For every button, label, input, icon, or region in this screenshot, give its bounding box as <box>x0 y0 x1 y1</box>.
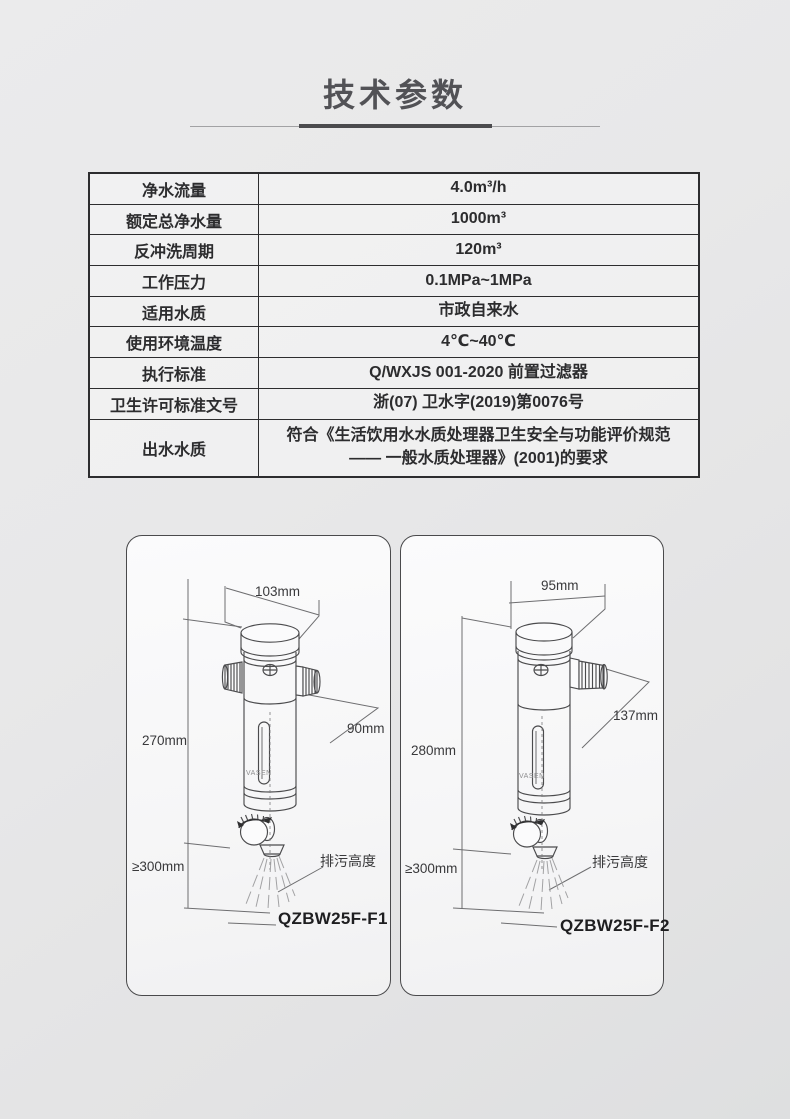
spec-label: 使用环境温度 <box>90 327 259 358</box>
spec-label: 净水流量 <box>90 174 259 204</box>
table-row: 额定总净水量 1000m³ <box>90 203 698 235</box>
spec-label: 额定总净水量 <box>90 204 259 235</box>
spec-label: 适用水质 <box>90 296 259 327</box>
product-card-f2: 95mm 280mm 137mm ≥300mm 排污高度 VASEN QZBW2… <box>400 535 669 996</box>
dim-width-label: 103mm <box>255 584 301 599</box>
spec-label: 工作压力 <box>90 266 259 296</box>
dim-height-label: 280mm <box>411 743 457 758</box>
spec-value: 4.0m³/h <box>450 179 507 197</box>
dim-width-label: 95mm <box>541 578 579 593</box>
spec-value: 120m³ <box>455 240 502 258</box>
dim-clearance-label: ≥300mm <box>132 859 185 874</box>
dim-height-label: 270mm <box>142 733 188 748</box>
table-row: 反冲洗周期 120m³ <box>90 234 698 266</box>
brand-logo: VASEN <box>519 773 545 780</box>
spec-value: 符合《生活饮用水水质处理器卫生安全与功能评价规范 —— 一般水质处理器》(200… <box>286 426 671 467</box>
spec-value: 0.1MPa~1MPa <box>425 271 532 289</box>
table-row: 执行标准 Q/WXJS 001-2020 前置过滤器 <box>90 357 698 388</box>
dim-depth-label: 137mm <box>613 708 659 723</box>
table-row: 净水流量 4.0m³/h <box>90 174 698 204</box>
dim-clearance-label: ≥300mm <box>405 861 458 876</box>
spec-label: 执行标准 <box>90 358 259 388</box>
page-title: 技术参数 <box>322 77 467 113</box>
drain-height-label: 排污高度 <box>320 853 376 869</box>
spec-table: 净水流量 4.0m³/h 额定总净水量 1000m³ 反冲洗周期 120m³ 工… <box>88 172 700 478</box>
spec-label: 卫生许可标准文号 <box>90 388 259 419</box>
spec-value: 市政自来水 <box>438 302 519 320</box>
model-number: QZBW25F-F2 <box>560 916 670 935</box>
brand-logo: VASEN <box>246 770 272 777</box>
drain-height-label: 排污高度 <box>592 854 648 870</box>
spec-label: 反冲洗周期 <box>90 235 259 266</box>
table-row: 出水水质 符合《生活饮用水水质处理器卫生安全与功能评价规范 —— 一般水质处理器… <box>90 418 698 476</box>
table-row: 卫生许可标准文号 浙(07) 卫水字(2019)第0076号 <box>90 387 698 419</box>
spec-value: 4℃~40℃ <box>441 332 516 350</box>
spec-value: 1000m³ <box>450 210 507 228</box>
filter-device-drawing-f1 <box>182 579 380 926</box>
dim-depth-label: 90mm <box>347 721 385 736</box>
spec-value: 浙(07) 卫水字(2019)第0076号 <box>373 394 584 412</box>
table-row: 适用水质 市政自来水 <box>90 295 698 327</box>
table-row: 工作压力 0.1MPa~1MPa <box>90 265 698 296</box>
product-card-f1: 103mm 270mm 90mm ≥300mm 排污高度 VASEN QZBW2… <box>126 535 391 996</box>
model-number: QZBW25F-F1 <box>278 909 388 928</box>
filter-device-drawing-f2 <box>452 581 650 928</box>
spec-label: 出水水质 <box>90 419 259 476</box>
title-underline-accent <box>299 124 492 128</box>
title-underline <box>190 124 600 128</box>
spec-value: Q/WXJS 001-2020 前置过滤器 <box>369 363 588 381</box>
table-row: 使用环境温度 4℃~40℃ <box>90 326 698 358</box>
